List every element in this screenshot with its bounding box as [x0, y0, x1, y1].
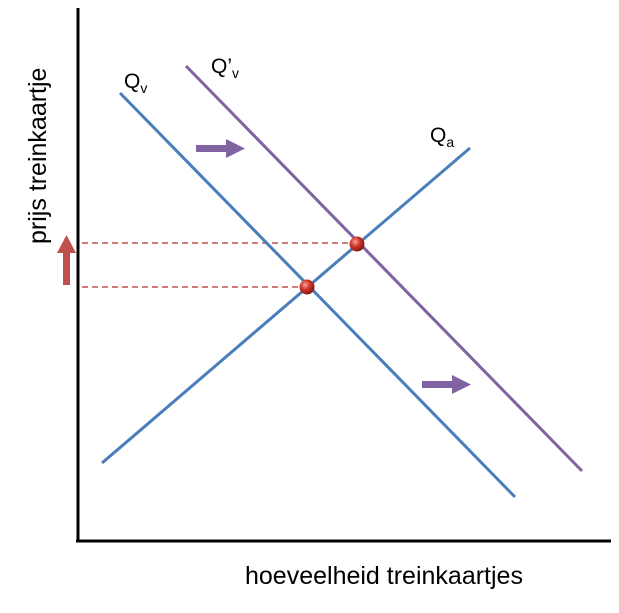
- demand-curve: [118, 91, 517, 499]
- axes: [76, 8, 611, 543]
- demand-curve-shifted-label: Q’v: [211, 55, 239, 81]
- supply-curve-label: Qa: [430, 124, 454, 150]
- right-arrow-icon: [422, 375, 471, 394]
- equilibrium-point-old: [299, 279, 315, 295]
- price-guides: [82, 242, 356, 288]
- up-arrow-icon: [57, 235, 76, 285]
- demand-curve-label: Qv: [124, 70, 147, 96]
- right-arrow-icon: [196, 139, 245, 158]
- supply-curve: [101, 146, 471, 465]
- equilibrium-point-new: [349, 236, 365, 252]
- demand-curve-shifted: [184, 64, 584, 473]
- x-axis-title: hoeveelheid treinkaartjes: [245, 562, 523, 590]
- y-axis-title: prijs treinkaartje: [24, 68, 52, 244]
